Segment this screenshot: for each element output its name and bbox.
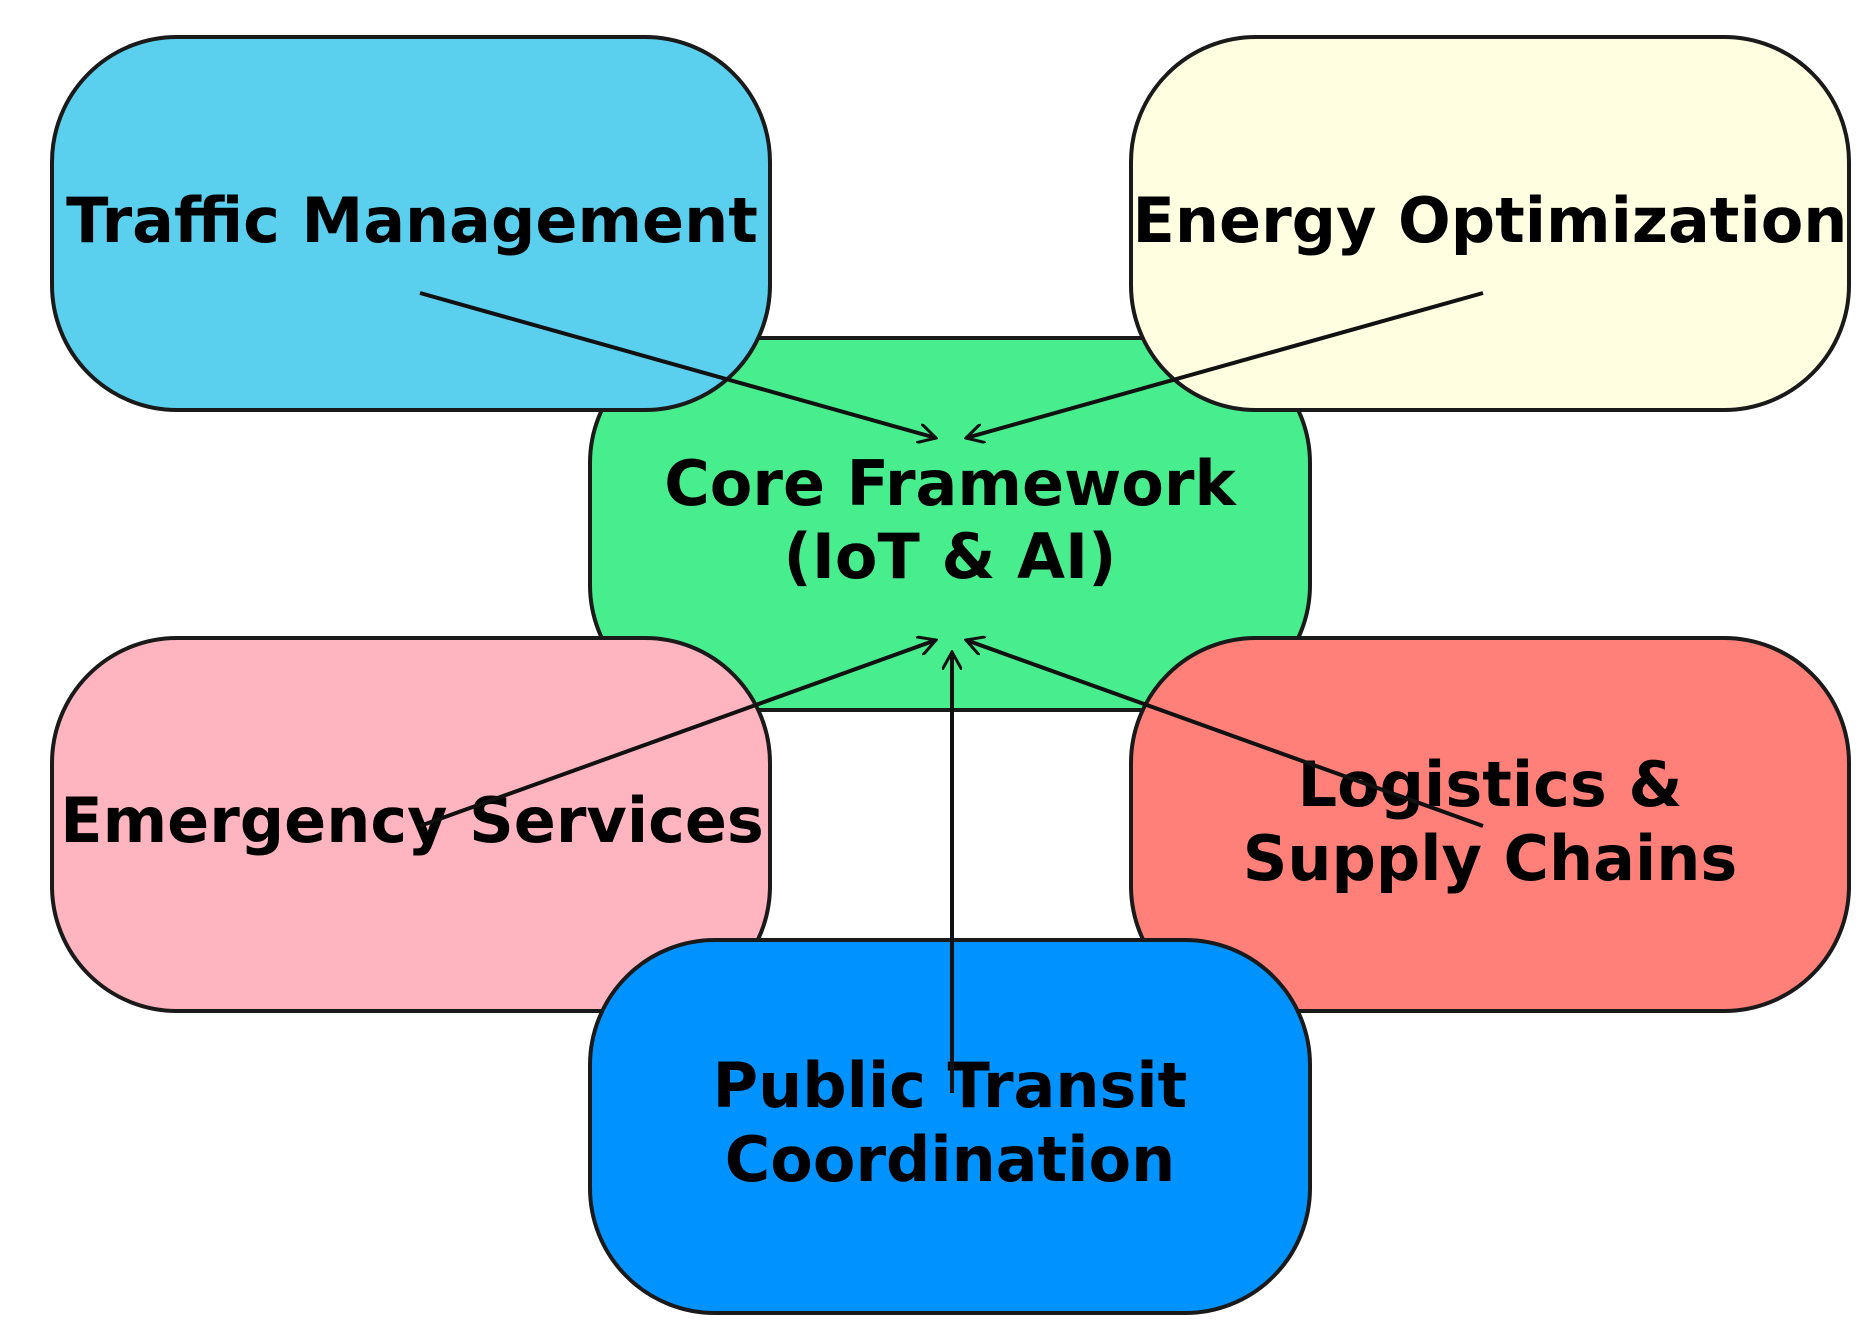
edge-logistics-to-core bbox=[966, 640, 1484, 828]
node-core-label-line2: (IoT & AI) bbox=[784, 520, 1117, 593]
node-emergency: Emergency Services bbox=[50, 636, 772, 1013]
node-logistics-box bbox=[1129, 636, 1851, 1013]
edge-energy-to-core bbox=[966, 291, 1484, 438]
node-emergency-box bbox=[50, 636, 772, 1013]
node-energy: Energy Optimization bbox=[1129, 35, 1851, 412]
node-logistics: Logistics & Supply Chains bbox=[1129, 636, 1851, 1013]
edge-traffic-to-core bbox=[419, 291, 936, 438]
node-core: Core Framework (IoT & AI) bbox=[588, 336, 1312, 712]
node-logistics-label-line2: Supply Chains bbox=[1243, 822, 1738, 895]
node-traffic-label: Traffic Management bbox=[66, 184, 758, 257]
node-energy-label: Energy Optimization bbox=[1133, 184, 1848, 257]
node-traffic-box bbox=[50, 35, 772, 412]
node-core-label-line1: Core Framework bbox=[664, 447, 1237, 520]
node-logistics-label-line1: Logistics & bbox=[1298, 748, 1683, 821]
node-emergency-label: Emergency Services bbox=[60, 784, 764, 857]
edges-layer bbox=[419, 291, 1484, 1093]
node-traffic: Traffic Management bbox=[50, 35, 772, 412]
node-energy-box bbox=[1129, 35, 1851, 412]
edge-emergency-to-core bbox=[419, 640, 936, 828]
node-transit: Public Transit Coordination bbox=[588, 938, 1312, 1315]
node-transit-label-line2: Coordination bbox=[725, 1123, 1176, 1196]
